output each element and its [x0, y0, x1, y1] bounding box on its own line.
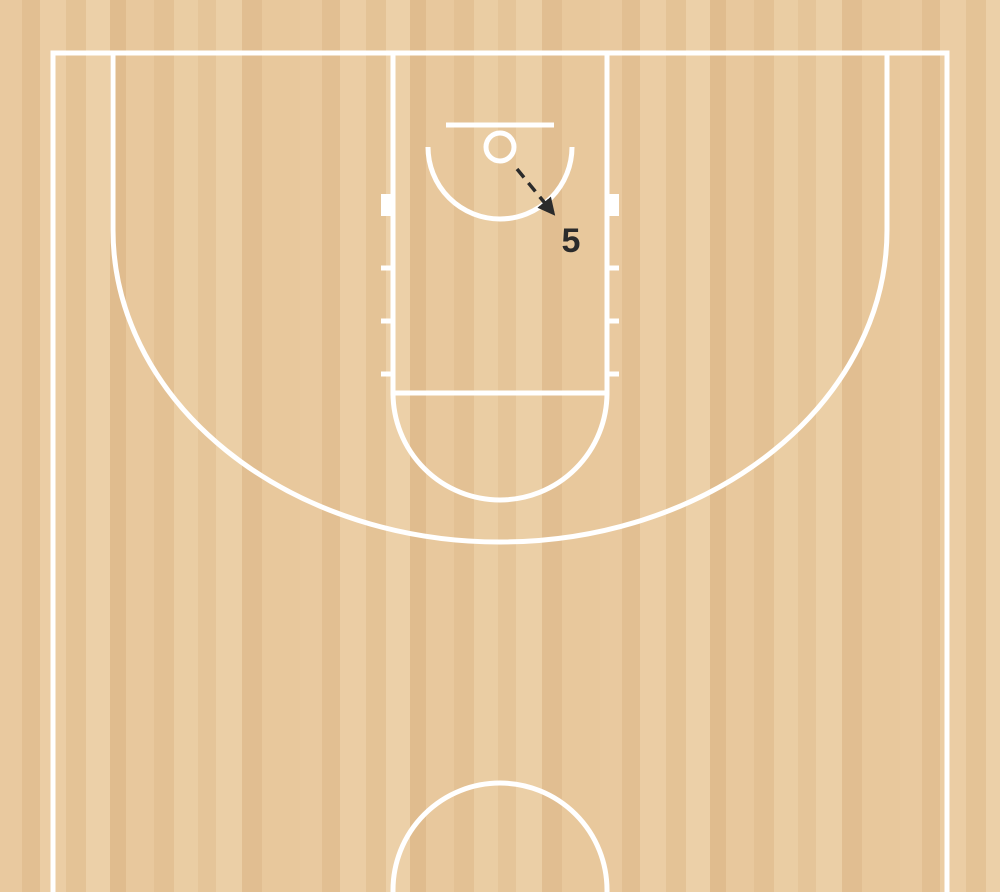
- player-5-movement-arrow: [515, 167, 556, 216]
- lane-block-left: [381, 194, 393, 216]
- player-5-label: 5: [562, 222, 581, 260]
- restricted-area-arc: [425, 146, 575, 222]
- three-point-line: [110, 53, 890, 545]
- basket-rim: [483, 130, 517, 164]
- lane-block-marks: [381, 194, 619, 377]
- free-throw-circle: [390, 392, 610, 503]
- center-circle: [390, 780, 610, 892]
- free-throw-lane: [390, 50, 610, 396]
- court-lines: [50, 50, 950, 892]
- lane-block-right: [607, 194, 619, 216]
- play-annotations: 5: [515, 167, 581, 260]
